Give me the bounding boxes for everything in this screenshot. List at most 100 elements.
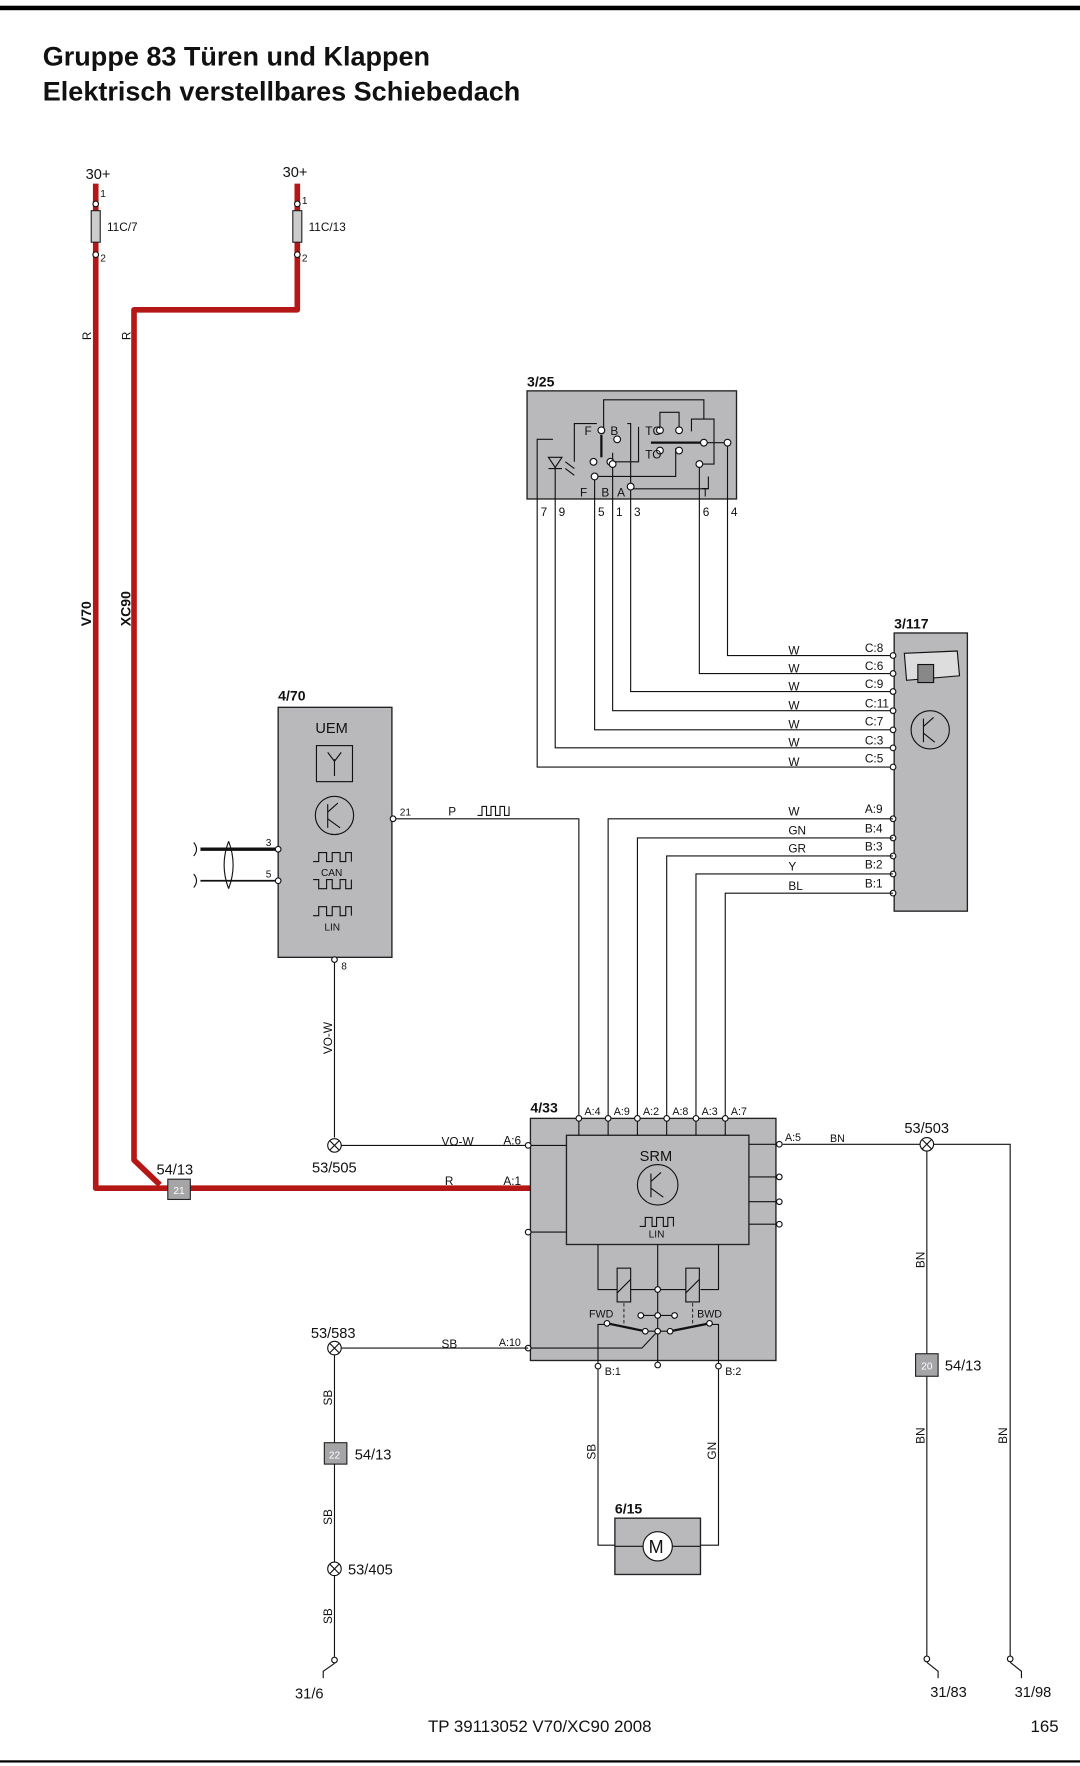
variant-label: V70 <box>78 601 94 626</box>
terminal-pin <box>608 460 617 469</box>
diagram-label: B:4 <box>865 821 883 835</box>
diagram-label: C:6 <box>865 659 884 673</box>
wire-segment <box>616 1279 632 1294</box>
terminal-pin <box>699 438 708 447</box>
wire-segment <box>607 818 894 1119</box>
diagram-label: A:9 <box>614 1106 630 1118</box>
diagram-label: W <box>788 736 800 750</box>
terminal-pin <box>775 1220 783 1228</box>
pwm-signal-icon <box>477 805 510 816</box>
wire-segment <box>666 855 894 1119</box>
terminal-pin <box>293 251 301 258</box>
diagram-label: P <box>448 804 456 818</box>
diagram-label: SB <box>321 1390 335 1406</box>
wire-segment <box>167 1178 191 1201</box>
wire-segment <box>923 717 934 727</box>
wire-segment <box>636 837 894 1119</box>
wire-segment <box>329 1140 340 1151</box>
diagram-label: SB <box>321 1608 335 1624</box>
diagram-label: 1 <box>616 505 623 519</box>
transistor-icon <box>636 1163 679 1206</box>
red-wire-xc90 <box>131 183 301 1187</box>
ground-path-right: 53/503 20 54/13 BN BN BN 31/83 31/98 <box>782 1121 1051 1701</box>
diagram-label: W <box>788 755 800 769</box>
diagram-label: A:9 <box>865 802 883 816</box>
terminal-pin <box>590 472 599 481</box>
wire-label: R <box>120 332 134 341</box>
diagram-label: A:3 <box>702 1106 718 1118</box>
terminal-pin <box>575 1114 583 1122</box>
terminal-pin <box>641 1327 649 1335</box>
wire-segment <box>594 498 894 731</box>
terminal-pin <box>92 251 100 258</box>
wire-segment <box>917 663 935 684</box>
terminal-pin <box>1006 1655 1014 1663</box>
terminal-pin <box>655 426 664 435</box>
terminal-pin <box>594 1362 602 1370</box>
terminal-pin <box>604 1114 612 1122</box>
diagram-label: SB <box>585 1444 599 1460</box>
diagram-label: 53/583 <box>311 1326 356 1342</box>
diagram-label: W <box>788 718 800 732</box>
diagram-label: SB <box>321 1509 335 1525</box>
terminal-pin <box>666 1327 674 1335</box>
lin-signal-icon <box>313 906 352 917</box>
diagram-label: 20 <box>921 1362 933 1373</box>
connector-54-13-pin22 <box>323 1442 348 1465</box>
wire-segment <box>597 1244 618 1291</box>
terminal-pin <box>910 710 950 750</box>
terminal-pin <box>723 438 732 447</box>
terminal-pin <box>695 460 704 469</box>
diagram-label: A:7 <box>731 1106 747 1118</box>
diagram-label: W <box>788 804 800 818</box>
terminal-pin <box>889 763 897 771</box>
wire-segment <box>669 1322 710 1333</box>
terminal-pin <box>293 200 301 208</box>
diagram-label: W <box>788 699 800 713</box>
terminal-pin <box>603 1319 611 1327</box>
wire-segment <box>547 456 564 469</box>
wire-segment <box>650 1187 664 1198</box>
diagram-label: A:1 <box>503 1174 521 1188</box>
terminal-pin <box>715 1362 722 1370</box>
diagram-label: M <box>649 1537 664 1557</box>
diagram-label: FWD <box>589 1309 614 1321</box>
diagram-label: VO-W <box>321 1021 335 1054</box>
wire-segment <box>565 468 575 476</box>
terminal-pin <box>274 877 282 885</box>
diagram-label: 53/503 <box>904 1121 949 1137</box>
connector-54-13-pin21: 21 54/13 <box>157 1163 194 1201</box>
diagram-label: 53/405 <box>348 1562 393 1578</box>
diagram-label: 54/13 <box>157 1163 194 1179</box>
fuse-body <box>292 210 303 243</box>
terminal-pin <box>274 845 282 853</box>
diagram-label: 54/13 <box>945 1359 982 1375</box>
wire-segment <box>700 1244 720 1291</box>
diagram-label: F <box>580 486 587 500</box>
wire-segment <box>322 1662 335 1679</box>
diagram-label: BL <box>788 879 803 893</box>
motor-6-15: SB GN 6/15 M <box>585 1369 720 1576</box>
terminal-pin <box>654 1312 662 1319</box>
wire-segment <box>612 426 640 463</box>
terminal-pin <box>613 435 622 444</box>
diagram-label: R <box>445 1174 454 1188</box>
wire-segment <box>933 1143 1011 1656</box>
diagram-label: VO-W <box>441 1134 474 1148</box>
terminal-pin <box>654 1286 662 1293</box>
wire-segment <box>329 1563 340 1574</box>
wire-segment <box>630 498 894 693</box>
diagram-label: LIN <box>649 1230 665 1241</box>
terminal-pin <box>889 670 897 677</box>
diagram-label: W <box>788 661 800 675</box>
wire-segment <box>536 498 894 768</box>
terminal-pin <box>663 1114 671 1122</box>
terminal-pin <box>675 426 684 435</box>
wire-segment <box>554 498 894 749</box>
terminal-pin <box>655 446 664 455</box>
diagram-label: 5 <box>266 869 272 880</box>
diagram-label: B:3 <box>865 839 883 853</box>
terminal-pin <box>654 1327 662 1335</box>
diagram-label: A:5 <box>785 1132 801 1144</box>
wire-segment <box>700 1369 720 1546</box>
